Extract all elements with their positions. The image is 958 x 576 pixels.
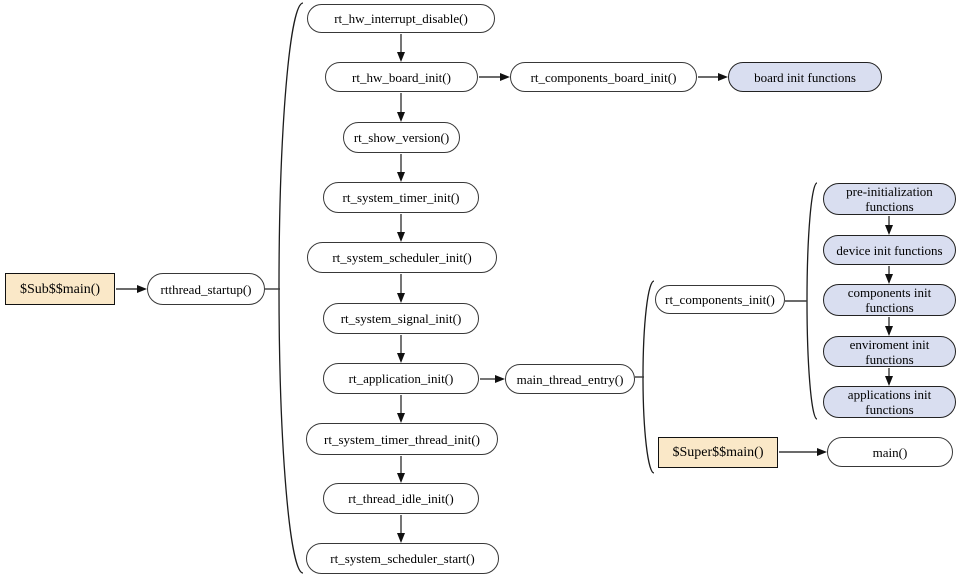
node-components-init-functions: components init functions: [823, 284, 956, 316]
brace-main-thread-entry-group: [642, 280, 655, 474]
node-system-signal-init: rt_system_signal_init(): [323, 303, 479, 334]
node-system-timer-init: rt_system_timer_init(): [323, 182, 479, 213]
node-super-main: $Super$$main(): [658, 437, 778, 468]
node-thread-idle-init: rt_thread_idle_init(): [323, 483, 479, 514]
node-applications-init-functions: applications init functions: [823, 386, 956, 418]
node-components-init: rt_components_init(): [655, 285, 785, 314]
node-main: main(): [827, 437, 953, 467]
brace-components-init-group: [806, 182, 818, 420]
node-system-scheduler-start: rt_system_scheduler_start(): [306, 543, 499, 574]
node-enviroment-init-functions: enviroment init functions: [823, 336, 956, 367]
brace-rtthread-startup-group: [278, 2, 304, 574]
node-pre-initialization-functions: pre-initialization functions: [823, 183, 956, 215]
node-system-timer-thread-init: rt_system_timer_thread_init(): [306, 423, 498, 455]
node-show-version: rt_show_version(): [343, 122, 460, 153]
node-hw-interrupt-disable: rt_hw_interrupt_disable(): [307, 4, 495, 33]
node-rtthread-startup: rtthread_startup(): [147, 273, 265, 305]
node-components-board-init: rt_components_board_init(): [510, 62, 697, 92]
node-system-scheduler-init: rt_system_scheduler_init(): [307, 242, 497, 273]
node-main-thread-entry: main_thread_entry(): [505, 364, 635, 394]
node-board-init-functions: board init functions: [728, 62, 882, 92]
node-hw-board-init: rt_hw_board_init(): [325, 62, 478, 92]
node-sub-main: $Sub$$main(): [5, 273, 115, 305]
node-application-init: rt_application_init(): [323, 363, 479, 394]
node-device-init-functions: device init functions: [823, 235, 956, 265]
